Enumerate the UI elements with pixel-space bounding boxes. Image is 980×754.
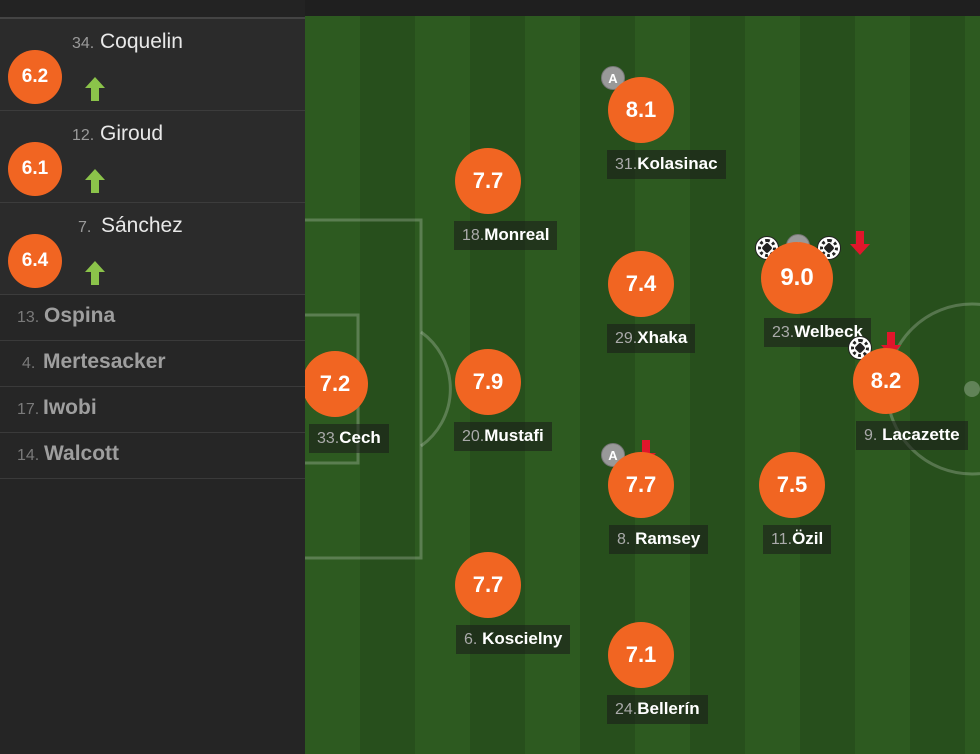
- arrow-up-icon: [85, 169, 105, 193]
- player-number: 34.: [72, 35, 95, 52]
- sidebar-header-bar: [0, 0, 305, 19]
- player-name: Cech: [339, 428, 381, 447]
- player-name: Bellerín: [637, 699, 700, 718]
- player-rating: 7.9: [455, 349, 521, 415]
- player-name: Giroud: [100, 122, 164, 145]
- substitute-row-giroud[interactable]: 6.1 12. Giroud: [0, 111, 305, 203]
- player-label: 18.Monreal: [454, 221, 558, 250]
- football-icon: [817, 236, 841, 260]
- player-label: 24.Bellerín: [607, 695, 708, 724]
- player-name: Mustafi: [484, 426, 544, 445]
- player-number: 24.: [615, 701, 638, 718]
- player-name: Sánchez: [101, 214, 183, 237]
- player-number: 8.: [617, 531, 631, 548]
- player-name: Mertesacker: [43, 350, 166, 373]
- player-name: Ospina: [44, 304, 116, 327]
- player-number: 31.: [615, 156, 638, 173]
- player-label: 31.Kolasinac: [607, 150, 726, 179]
- player-number: 23.: [772, 324, 795, 341]
- player-number: 20.: [462, 428, 485, 445]
- player-rating: 8.1: [608, 77, 674, 143]
- player-name: Kolasinac: [637, 154, 718, 173]
- player-number: 17.: [17, 401, 40, 418]
- bench-row-iwobi[interactable]: 17. Iwobi: [0, 387, 305, 433]
- bench-row-walcott[interactable]: 14. Walcott: [0, 433, 305, 479]
- player-number: 9.: [864, 427, 878, 444]
- player-number: 4.: [22, 355, 36, 372]
- player-label: 9. Lacazette: [856, 421, 968, 450]
- player-rating: 7.7: [608, 452, 674, 518]
- assist-badge-icon: A: [601, 66, 625, 90]
- player-rating: 8.2: [853, 348, 919, 414]
- player-number: 14.: [17, 447, 40, 464]
- player-label: 8. Ramsey: [609, 525, 709, 554]
- player-rating: 7.4: [608, 251, 674, 317]
- player-rating: 6.4: [8, 234, 62, 288]
- player-number: 7.: [78, 219, 92, 236]
- player-number: 13.: [17, 309, 40, 326]
- player-name: Özil: [792, 529, 824, 548]
- player-rating: 6.2: [8, 50, 62, 104]
- player-rating: 7.2: [305, 351, 368, 417]
- player-label: 33.Cech: [309, 424, 389, 453]
- substitute-row-sanchez[interactable]: 6.4 7. Sánchez: [0, 203, 305, 295]
- player-name: Koscielny: [482, 629, 563, 648]
- player-number: 6.: [464, 631, 478, 648]
- player-number: 11.: [771, 531, 793, 548]
- player-number: 33.: [317, 430, 340, 447]
- player-name: Monreal: [484, 225, 550, 244]
- arrow-up-icon: [85, 261, 105, 285]
- player-rating: 6.1: [8, 142, 62, 196]
- arrow-up-icon: [85, 77, 105, 101]
- player-name: Welbeck: [794, 322, 863, 341]
- player-name: Iwobi: [43, 396, 97, 419]
- bench-row-mertesacker[interactable]: 4. Mertesacker: [0, 341, 305, 387]
- lineup-sidebar: 6.2 34. Coquelin 6.1 12. Giroud 6.4 7. S…: [0, 0, 306, 754]
- player-label: 11.Özil: [763, 525, 832, 554]
- player-label: 6. Koscielny: [456, 625, 571, 654]
- substitute-row-coquelin[interactable]: 6.2 34. Coquelin: [0, 19, 305, 111]
- player-name: Ramsey: [635, 529, 701, 548]
- player-rating: 7.1: [608, 622, 674, 688]
- arrow-down-icon: [850, 231, 870, 255]
- player-name: Coquelin: [100, 30, 183, 53]
- player-name: Xhaka: [637, 328, 688, 347]
- player-rating: 9.0: [761, 242, 833, 314]
- player-number: 12.: [72, 127, 95, 144]
- player-label: 29.Xhaka: [607, 324, 696, 353]
- player-number: 18.: [462, 227, 485, 244]
- player-rating: 7.7: [455, 552, 521, 618]
- pitch: 7.2 33.Cech 7.7 18.Monreal 7.9 20.Mustaf…: [305, 0, 980, 754]
- player-name: Walcott: [44, 442, 120, 465]
- player-label: 20.Mustafi: [454, 422, 552, 451]
- bench-row-ospina[interactable]: 13. Ospina: [0, 295, 305, 341]
- player-number: 29.: [615, 330, 638, 347]
- player-name: Lacazette: [882, 425, 960, 444]
- player-rating: 7.7: [455, 148, 521, 214]
- player-rating: 7.5: [759, 452, 825, 518]
